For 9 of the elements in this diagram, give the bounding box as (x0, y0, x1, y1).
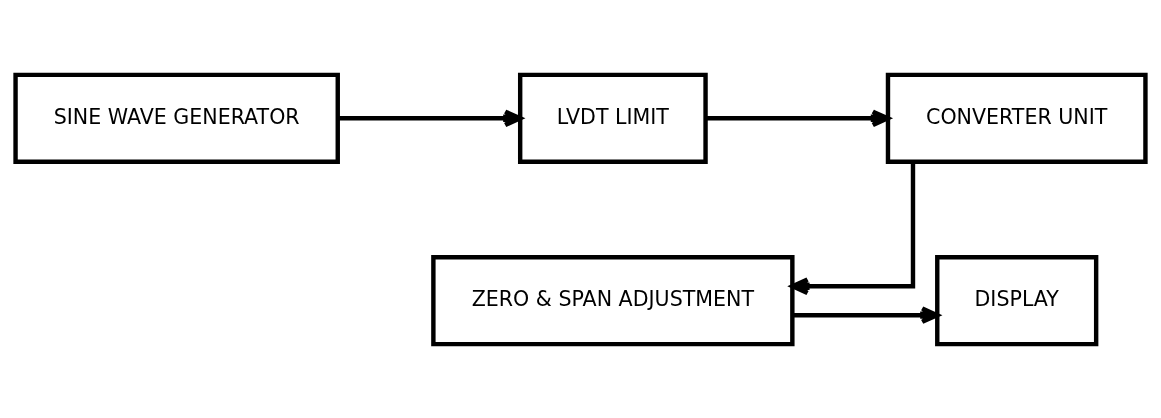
arrow (790, 161, 916, 295)
node-box: DISPLAY (935, 254, 1099, 346)
arrow (337, 108, 523, 127)
arrow (792, 305, 940, 324)
node-box: SINE WAVE GENERATOR (13, 72, 340, 164)
node-box: ZERO & SPAN ADJUSTMENT (431, 254, 795, 346)
node-box: CONVERTER UNIT (885, 72, 1148, 164)
node-box: LVDT LIMIT (517, 72, 708, 164)
arrow (706, 108, 890, 127)
